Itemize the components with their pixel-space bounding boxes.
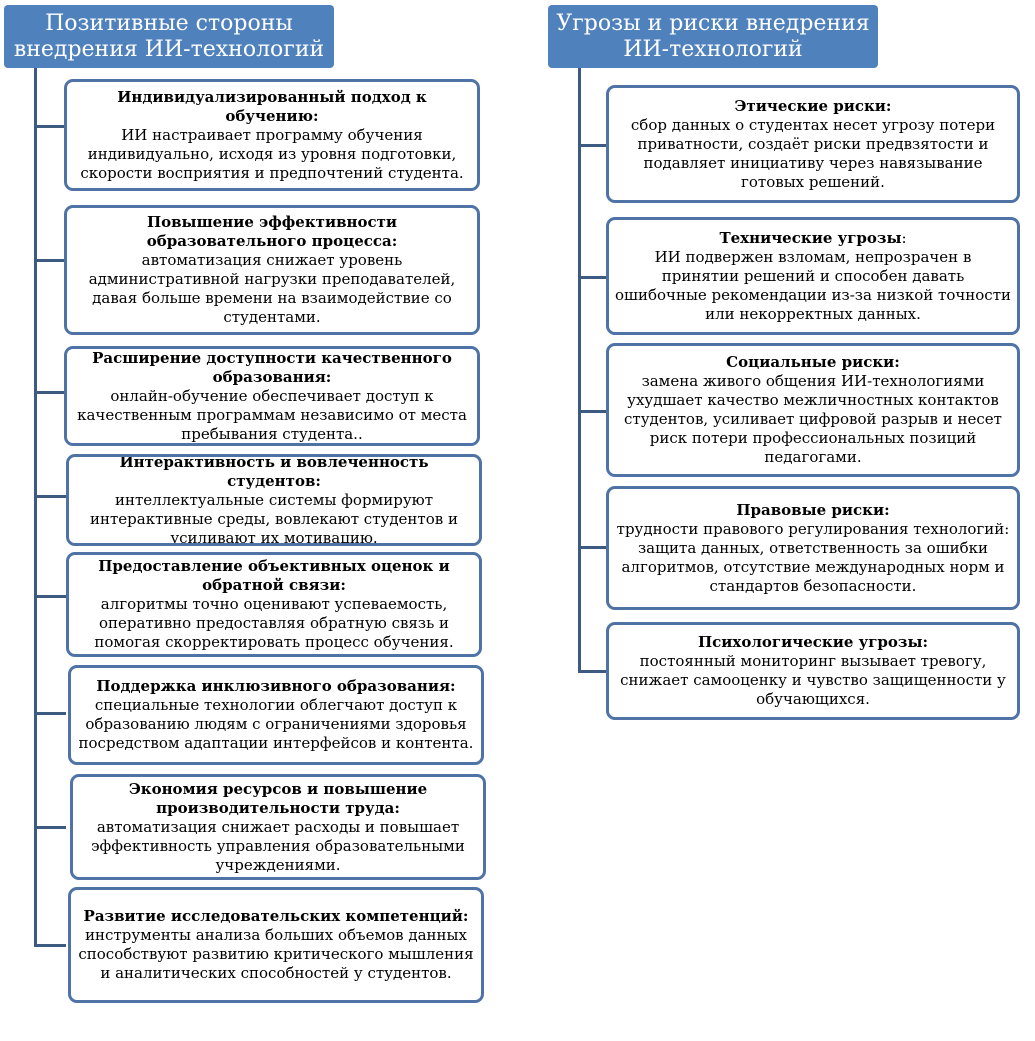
item-text: инструменты анализа больших объемов данн… bbox=[78, 926, 474, 982]
left-connector bbox=[34, 259, 66, 262]
risk-item: Социальные риски: замена живого общения … bbox=[606, 343, 1020, 477]
left-connector bbox=[34, 495, 66, 498]
positive-item: Интерактивность и вовлеченность студенто… bbox=[66, 454, 482, 546]
left-connector bbox=[34, 391, 66, 394]
item-title: Социальные риски: bbox=[726, 353, 900, 371]
left-spine bbox=[34, 68, 37, 946]
item-title: Психологические угрозы: bbox=[697, 633, 929, 651]
risk-item: Технические угрозы: ИИ подвержен взломам… bbox=[606, 217, 1020, 335]
right-spine bbox=[578, 68, 581, 672]
item-title: Развитие исследовательских компетенций: bbox=[83, 907, 469, 925]
item-text: трудности правового регулирования технол… bbox=[616, 519, 1010, 595]
item-text: автоматизация снижает уровень администра… bbox=[88, 251, 456, 326]
positive-item: Предоставление объективных оценок и обра… bbox=[66, 552, 482, 657]
item-title: Технические угрозы: bbox=[615, 229, 1011, 248]
item-title: Экономия ресурсов и повышение производит… bbox=[128, 779, 428, 817]
left-connector bbox=[34, 944, 66, 947]
right-connector bbox=[578, 276, 608, 279]
right-header-line-2: ИИ-технологий bbox=[623, 36, 803, 62]
left-header-line-1: Позитивные стороны bbox=[45, 10, 293, 36]
item-title: Поддержка инклюзивного образования: bbox=[96, 677, 456, 695]
item-text: алгоритмы точно оценивают успеваемость, … bbox=[94, 595, 454, 651]
positive-item: Индивидуализированный подход к обучению:… bbox=[64, 79, 480, 191]
right-connector bbox=[578, 144, 608, 147]
item-title: Интерактивность и вовлеченность студенто… bbox=[119, 454, 429, 490]
left-connector bbox=[34, 826, 66, 829]
risk-item: Этические риски: сбор данных о студентах… bbox=[606, 85, 1020, 203]
item-text: интеллектуальные системы формируют интер… bbox=[90, 490, 458, 546]
positive-item: Экономия ресурсов и повышение производит… bbox=[70, 774, 486, 880]
positive-item: Поддержка инклюзивного образования: спец… bbox=[68, 665, 484, 765]
item-title: Расширение доступности качественного обр… bbox=[92, 348, 452, 386]
right-connector bbox=[578, 546, 608, 549]
right-header: Угрозы и риски внедрения ИИ-технологий bbox=[548, 5, 878, 68]
item-title: Повышение эффективности образовательного… bbox=[146, 213, 398, 250]
positive-item: Развитие исследовательских компетенций: … bbox=[68, 887, 484, 1003]
item-text: замена живого общения ИИ-технологиями ух… bbox=[624, 372, 1002, 466]
left-connector bbox=[34, 712, 66, 715]
right-connector bbox=[578, 410, 608, 413]
risk-item: Психологические угрозы: постоянный монит… bbox=[606, 622, 1020, 720]
risk-item: Правовые риски: трудности правового регу… bbox=[606, 486, 1020, 610]
item-title-text: Технические угрозы bbox=[719, 228, 902, 247]
left-header: Позитивные стороны внедрения ИИ-технолог… bbox=[4, 5, 334, 68]
item-title: Правовые риски: bbox=[736, 500, 890, 519]
positive-item: Повышение эффективности образовательного… bbox=[64, 205, 480, 335]
item-text: ИИ настраивает программу обучения индиви… bbox=[80, 125, 464, 182]
item-text: автоматизация снижает расходы и повышает… bbox=[91, 817, 465, 874]
left-header-line-2: внедрения ИИ-технологий bbox=[13, 36, 325, 62]
right-header-line-1: Угрозы и риски внедрения bbox=[556, 10, 870, 36]
right-connector bbox=[578, 670, 608, 673]
item-title: Индивидуализированный подход к обучению: bbox=[117, 87, 427, 125]
item-text: специальные технологии облегчают доступ … bbox=[78, 696, 474, 752]
item-text: онлайн-обучение обеспечивает доступ к ка… bbox=[77, 386, 467, 443]
item-title: Предоставление объективных оценок и обра… bbox=[98, 557, 450, 594]
item-title: Этические риски: bbox=[734, 96, 892, 115]
item-text: сбор данных о студентах несет угрозу пот… bbox=[630, 115, 996, 191]
left-connector bbox=[34, 125, 66, 128]
item-text: ИИ подвержен взломам, непрозрачен в прин… bbox=[615, 247, 1012, 323]
item-title-suffix: : bbox=[901, 228, 907, 247]
left-connector bbox=[34, 595, 66, 598]
positive-item: Расширение доступности качественного обр… bbox=[64, 346, 480, 446]
item-text: постоянный мониторинг вызывает тревогу, … bbox=[620, 652, 1006, 708]
